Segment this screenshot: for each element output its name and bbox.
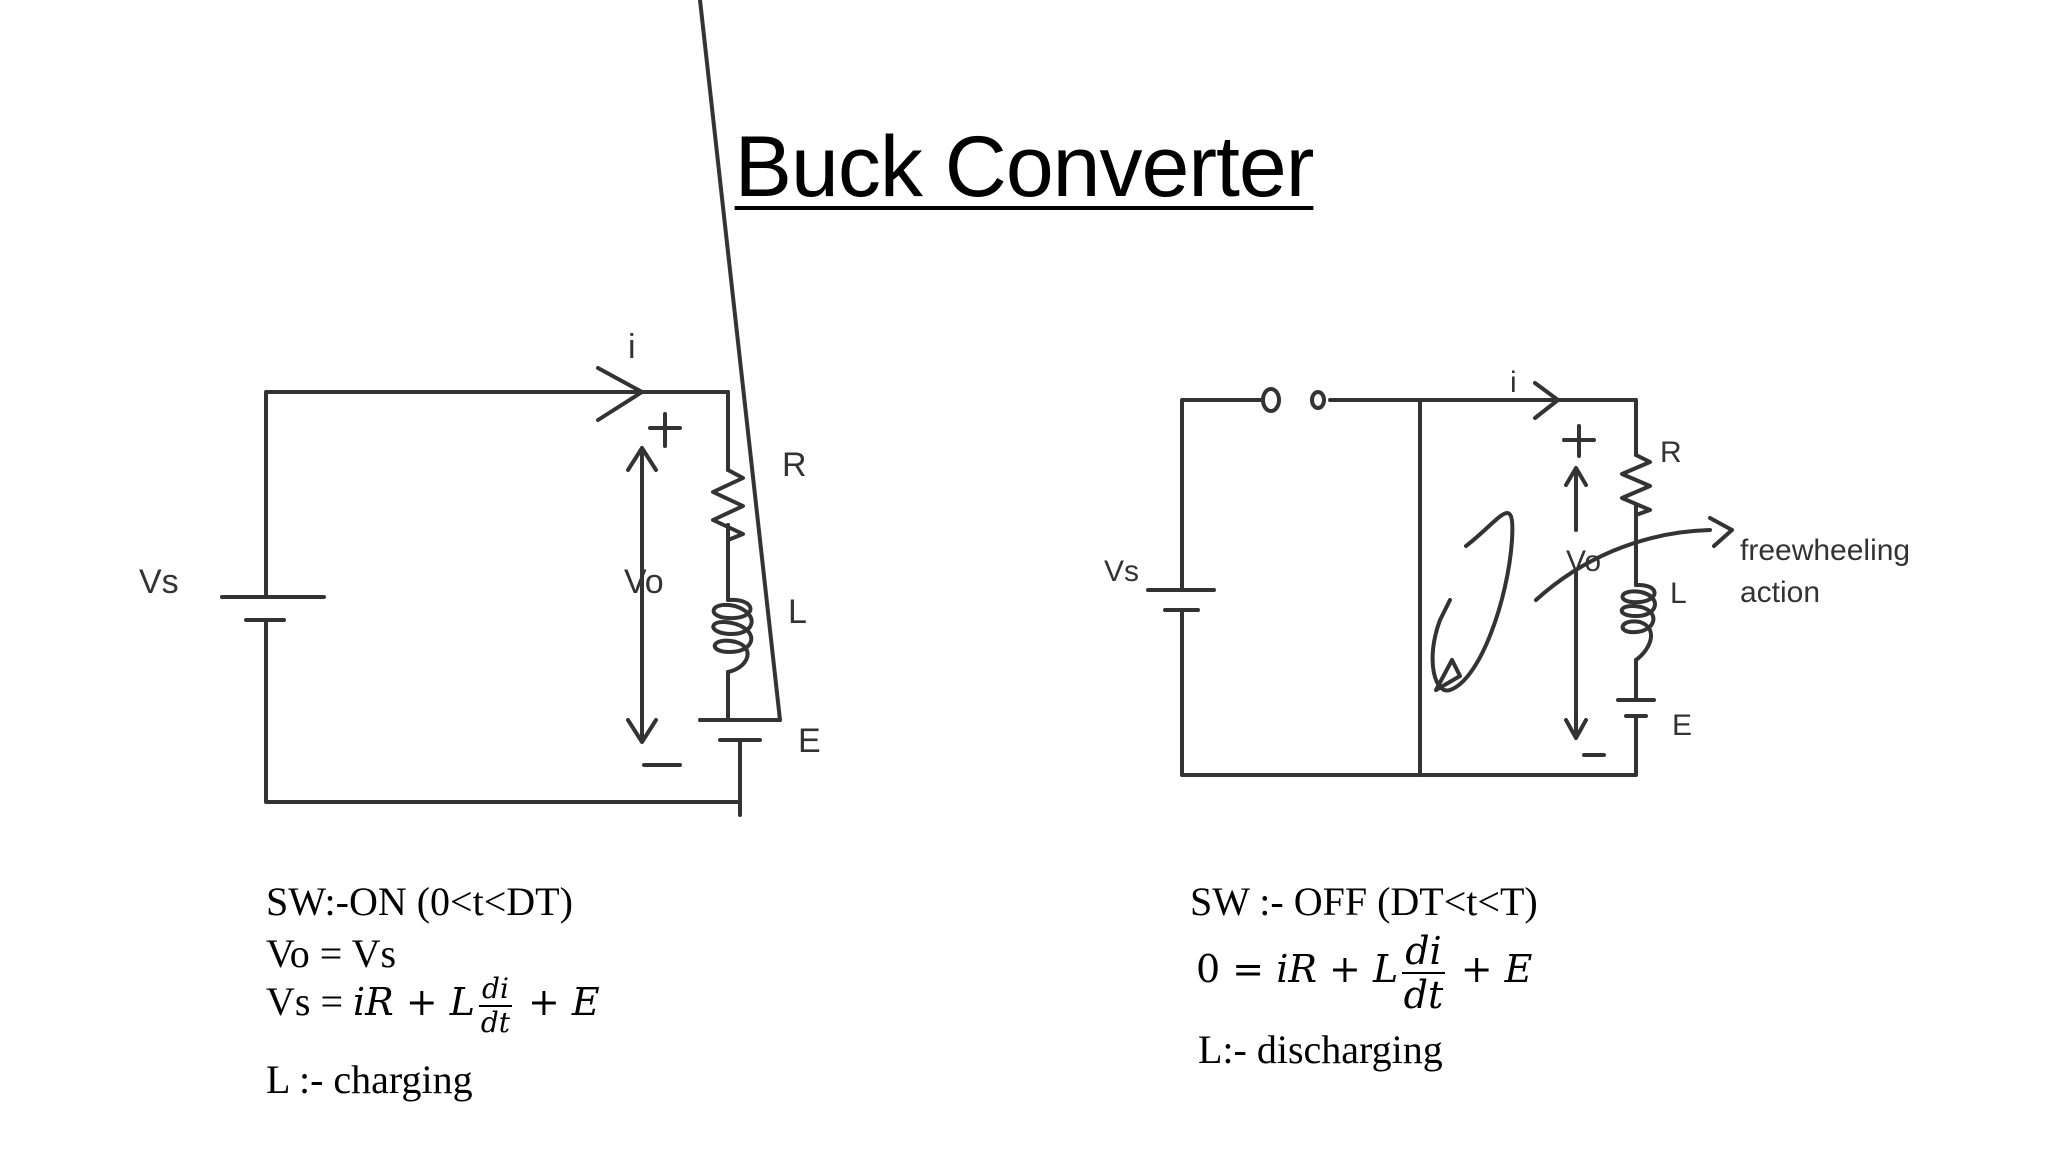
right-wire-right-loop bbox=[1418, 398, 1638, 777]
right-switch-contact-b bbox=[1310, 390, 1326, 410]
right-label-battery: E bbox=[1672, 709, 1692, 742]
freewheeling-loop-arrow bbox=[1430, 511, 1515, 693]
left-label-source: Vs bbox=[139, 563, 179, 601]
freewheeling-pointer-line bbox=[1534, 528, 1712, 602]
left-vo-arrow bbox=[626, 446, 658, 744]
freewheeling-loop-arrowhead bbox=[1434, 658, 1462, 692]
freewheeling-label-line1: freewheeling bbox=[1740, 534, 1910, 567]
left-resistor bbox=[711, 468, 745, 542]
left-eq-vo: Vo = Vs bbox=[266, 931, 397, 976]
right-switch-contact-a bbox=[1261, 387, 1281, 413]
left-label-output: Vo bbox=[624, 563, 664, 601]
left-label-resistor: R bbox=[782, 446, 807, 484]
right-wire-left-loop bbox=[1180, 398, 1422, 777]
right-vo-arrow bbox=[1564, 466, 1588, 740]
right-label-resistor: R bbox=[1660, 436, 1682, 469]
left-eq-inductor-state: L :- charging bbox=[266, 1057, 473, 1102]
right-label-current: i bbox=[1510, 366, 1517, 399]
left-label-battery: E bbox=[798, 722, 821, 760]
right-circuit bbox=[1146, 381, 1734, 777]
right-current-arrow bbox=[1533, 381, 1560, 420]
right-inductor bbox=[1619, 582, 1657, 662]
right-resistor bbox=[1620, 453, 1652, 517]
left-label-inductor: L bbox=[788, 593, 807, 631]
left-eq-switch-state: SW:-ON (0<t<DT) bbox=[266, 879, 573, 924]
right-label-inductor: L bbox=[1670, 577, 1687, 610]
right-eq-switch-state: SW :- OFF (DT<t<T) bbox=[1190, 879, 1538, 924]
right-eq-inductor-state: L:- discharging bbox=[1198, 1027, 1443, 1072]
left-label-current: i bbox=[628, 328, 636, 366]
freewheeling-label-line2: action bbox=[1740, 576, 1820, 609]
left-battery-long-plate bbox=[698, 0, 782, 722]
right-label-source: Vs bbox=[1104, 555, 1139, 588]
left-wire-loop bbox=[264, 390, 742, 804]
slide-title: Buck Converter bbox=[0, 118, 2048, 217]
left-circuit bbox=[220, 0, 782, 817]
right-label-output: Vo bbox=[1566, 545, 1601, 578]
left-current-arrow bbox=[596, 366, 644, 422]
freewheeling-pointer-arrowhead bbox=[1708, 516, 1734, 548]
title-text: Buck Converter bbox=[734, 119, 1315, 215]
left-inductor bbox=[711, 597, 754, 674]
